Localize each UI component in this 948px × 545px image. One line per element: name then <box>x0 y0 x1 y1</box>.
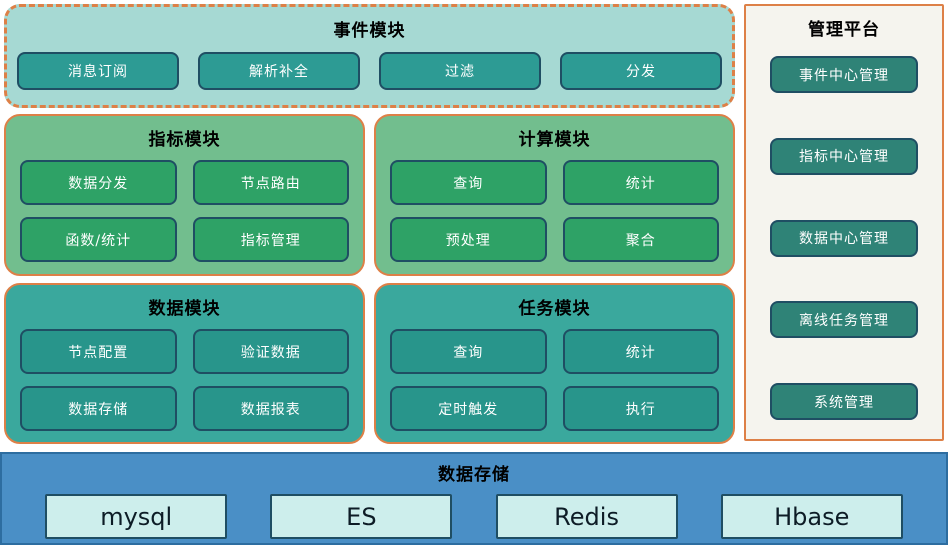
data-storage-bar: 数据存储 mysql ES Redis Hbase <box>0 452 948 545</box>
management-platform-panel: 管理平台 事件中心管理 指标中心管理 数据中心管理 离线任务管理 系统管理 <box>744 4 944 441</box>
event-module-title: 事件模块 <box>333 21 406 41</box>
node-offline-task-management: 离线任务管理 <box>770 301 918 339</box>
node-node-routing: 节点路由 <box>192 160 349 205</box>
node-data-report: 数据报表 <box>192 386 349 431</box>
indicator-module-title: 指标模块 <box>148 130 221 150</box>
node-parse-completion: 解析补全 <box>198 52 360 90</box>
node-query: 查询 <box>390 160 547 205</box>
node-indicator-center-management: 指标中心管理 <box>770 137 918 175</box>
node-mysql: mysql <box>45 494 228 539</box>
node-system-management: 系统管理 <box>770 383 918 420</box>
node-es: ES <box>270 494 453 539</box>
node-task-query: 查询 <box>390 329 547 374</box>
compute-module-nodes: 查询 统计 预处理 聚合 <box>376 150 733 262</box>
node-node-config: 节点配置 <box>20 329 177 374</box>
node-data-storage: 数据存储 <box>20 386 177 431</box>
management-platform-title: 管理平台 <box>808 20 880 40</box>
data-module: 数据模块 节点配置 验证数据 数据存储 数据报表 <box>4 283 365 444</box>
task-module: 任务模块 查询 统计 定时触发 执行 <box>374 283 735 444</box>
node-function-statistics: 函数/统计 <box>20 217 177 262</box>
task-module-title: 任务模块 <box>518 299 591 319</box>
indicator-module: 指标模块 数据分发 节点路由 函数/统计 指标管理 <box>4 114 365 276</box>
management-platform-nodes: 事件中心管理 指标中心管理 数据中心管理 离线任务管理 系统管理 <box>746 40 942 420</box>
node-redis: Redis <box>495 494 678 539</box>
event-module-nodes: 消息订阅 解析补全 过滤 分发 <box>7 41 732 90</box>
node-data-dispatch: 数据分发 <box>20 160 177 205</box>
indicator-module-nodes: 数据分发 节点路由 函数/统计 指标管理 <box>6 150 363 262</box>
data-module-title: 数据模块 <box>148 299 221 319</box>
node-aggregate: 聚合 <box>562 217 719 262</box>
node-execute: 执行 <box>562 386 719 431</box>
compute-module: 计算模块 查询 统计 预处理 聚合 <box>374 114 735 276</box>
node-event-center-management: 事件中心管理 <box>770 56 918 93</box>
node-data-validation: 验证数据 <box>192 329 349 374</box>
node-filter: 过滤 <box>379 52 541 90</box>
node-task-statistics: 统计 <box>562 329 719 374</box>
node-statistics: 统计 <box>562 160 719 205</box>
node-preprocess: 预处理 <box>390 217 547 262</box>
node-data-center-management: 数据中心管理 <box>770 219 918 257</box>
compute-module-title: 计算模块 <box>518 130 591 150</box>
data-storage-title: 数据存储 <box>438 465 510 485</box>
node-timed-trigger: 定时触发 <box>390 386 547 431</box>
node-message-subscription: 消息订阅 <box>17 52 179 90</box>
data-storage-nodes: mysql ES Redis Hbase <box>2 485 946 539</box>
task-module-nodes: 查询 统计 定时触发 执行 <box>376 319 733 431</box>
event-module: 事件模块 消息订阅 解析补全 过滤 分发 <box>4 4 735 108</box>
data-module-nodes: 节点配置 验证数据 数据存储 数据报表 <box>6 319 363 431</box>
node-hbase: Hbase <box>720 494 903 539</box>
node-indicator-management: 指标管理 <box>192 217 349 262</box>
node-dispatch: 分发 <box>560 52 722 90</box>
